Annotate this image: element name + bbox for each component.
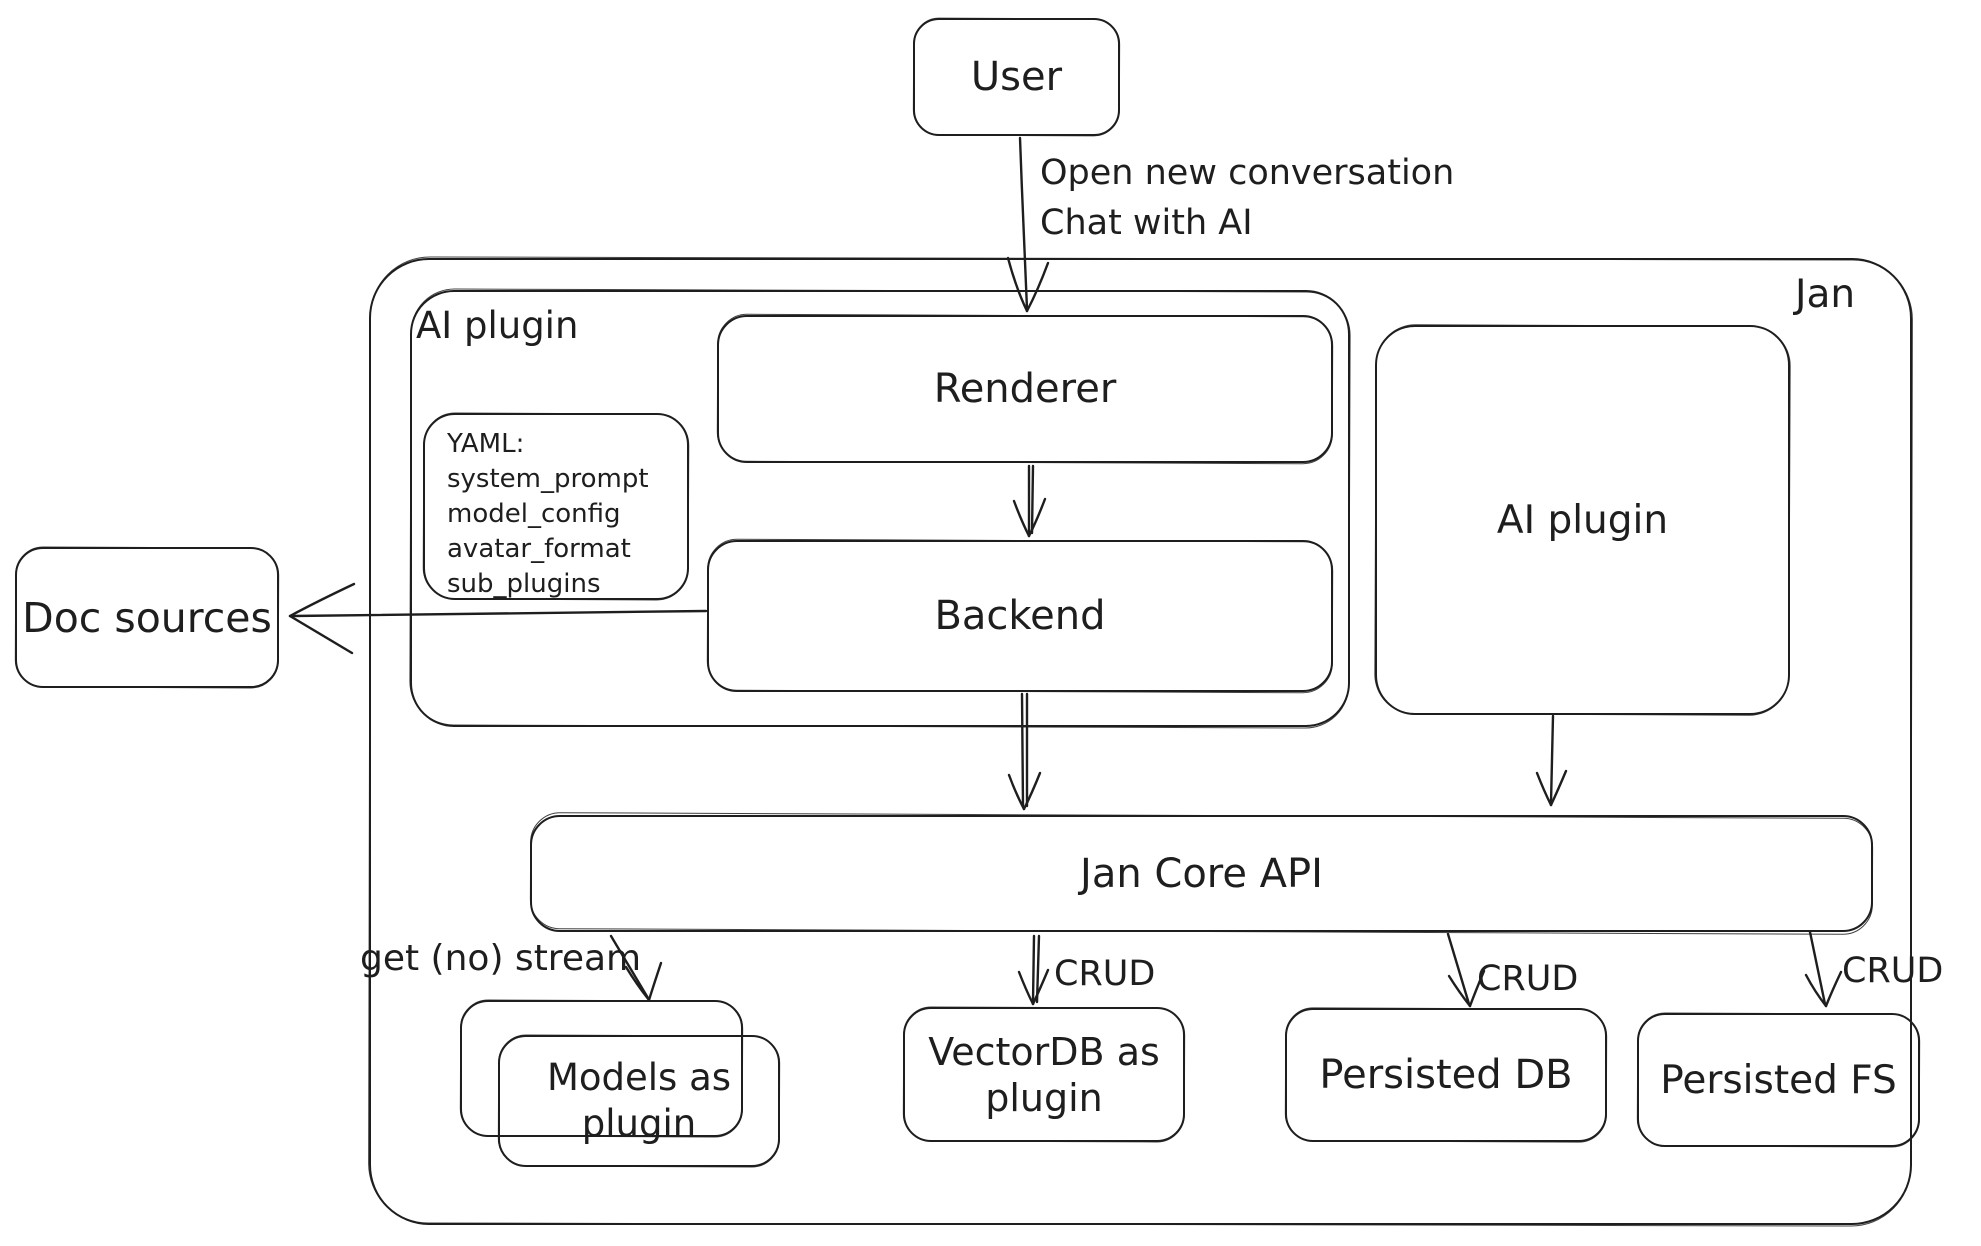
models-as-plugin-label: Models as plugin (546, 1056, 732, 1145)
persisted-fs-node: Persisted FS (1637, 1013, 1920, 1147)
vectordb-as-plugin-node: VectorDB as plugin (903, 1007, 1185, 1142)
renderer-node: Renderer (717, 315, 1333, 463)
user-node: User (913, 18, 1120, 136)
persisted-db-node: Persisted DB (1285, 1008, 1607, 1142)
jan-container-box (369, 258, 1912, 1225)
ai-plugin-left-container (410, 290, 1350, 727)
yaml-note-heading: YAML: (447, 429, 525, 459)
user-to-renderer-edge-label: Open new conversation Chat with AI (1040, 148, 1454, 248)
models-as-plugin-node: Models as plugin (498, 1035, 780, 1167)
renderer-node-label: Renderer (933, 366, 1117, 412)
ai-plugin-left-label: AI plugin (416, 304, 579, 347)
api-to-persisted-fs-edge-label: CRUD (1842, 951, 1944, 991)
doc-sources-node: Doc sources (15, 547, 279, 688)
yaml-note-item: system_prompt (447, 464, 649, 494)
user-node-label: User (970, 54, 1063, 100)
api-to-models-edge-label: get (no) stream (360, 938, 642, 979)
api-to-persisted-db-edge-label: CRUD (1477, 959, 1579, 999)
doc-sources-node-label: Doc sources (22, 593, 272, 642)
backend-node: Backend (707, 540, 1333, 692)
ai-plugin-right-node: AI plugin (1375, 325, 1790, 715)
jan-core-api-node: Jan Core API (530, 815, 1873, 932)
yaml-config-note: YAML: system_prompt model_config avatar_… (423, 413, 689, 600)
backend-node-label: Backend (934, 593, 1106, 639)
yaml-note-item: model_config (447, 499, 621, 529)
persisted-fs-label: Persisted FS (1660, 1057, 1897, 1103)
yaml-note-item: sub_plugins (447, 569, 601, 599)
ai-plugin-right-label: AI plugin (1496, 497, 1669, 543)
vectordb-as-plugin-label: VectorDB as plugin (928, 1029, 1160, 1120)
jan-core-api-label: Jan Core API (1080, 850, 1323, 897)
yaml-note-item: avatar_format (447, 534, 631, 564)
edge-label-line: Chat with AI (1040, 203, 1253, 243)
persisted-db-label: Persisted DB (1319, 1052, 1573, 1098)
api-to-vectordb-edge-label: CRUD (1054, 954, 1156, 994)
jan-container-label: Jan (1795, 272, 1856, 317)
edge-label-line: Open new conversation (1040, 153, 1455, 193)
